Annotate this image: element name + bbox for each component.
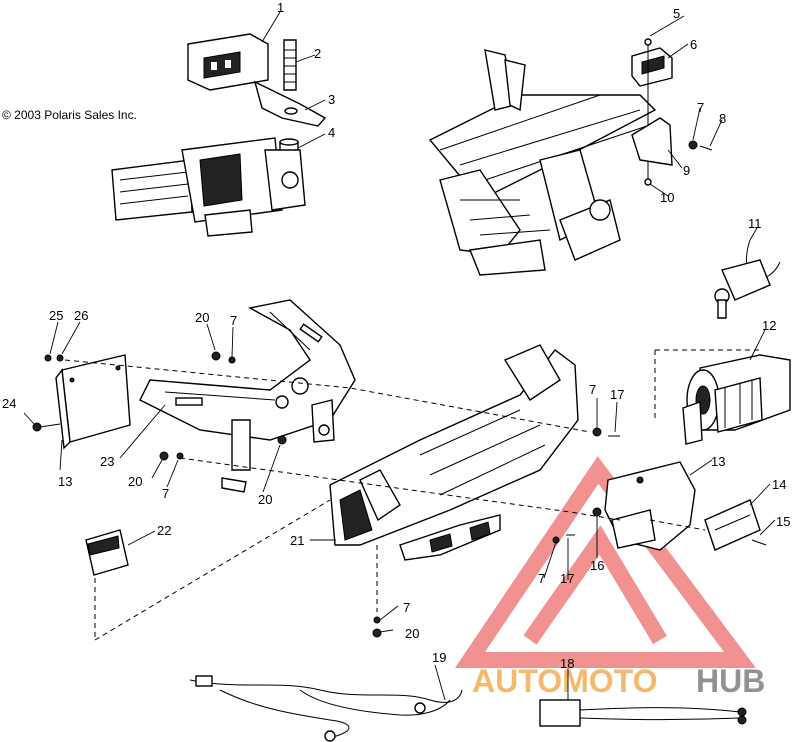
callout-3: 3 <box>328 92 335 107</box>
relay-bracket-assembly <box>631 38 713 186</box>
callout-20-top: 20 <box>195 310 209 325</box>
callout-20-left: 20 <box>128 474 142 489</box>
callout-7-bottom: 7 <box>403 600 410 615</box>
callout-23: 23 <box>100 454 114 469</box>
callout-7-right-low: 7 <box>538 571 545 586</box>
callout-2: 2 <box>314 46 321 61</box>
relay-module <box>539 699 747 727</box>
callout-20-mid: 20 <box>258 492 272 507</box>
callout-1: 1 <box>277 0 284 15</box>
fairlead-plate-left <box>55 354 131 450</box>
callout-25: 25 <box>49 308 63 323</box>
callout-8: 8 <box>719 111 726 126</box>
callout-7-plate: 7 <box>230 313 237 328</box>
copyright-text: © 2003 Polaris Sales Inc. <box>2 108 137 122</box>
watermark-text-2: HUB <box>696 663 765 699</box>
callout-19: 19 <box>432 650 446 665</box>
callout-9: 9 <box>683 163 690 178</box>
winch-switch-assembly <box>187 33 327 159</box>
watermark-logo: AUTOMOTO HUB <box>454 456 765 699</box>
callout-7-left: 7 <box>162 486 169 501</box>
front-bumper <box>329 344 579 561</box>
fairlead-plate-right <box>604 461 696 551</box>
winch-motor <box>682 354 791 445</box>
callout-16: 16 <box>590 558 604 573</box>
callout-4: 4 <box>328 125 335 140</box>
callout-14: 14 <box>772 477 786 492</box>
callout-12: 12 <box>762 318 776 333</box>
callout-7-top: 7 <box>697 100 704 115</box>
handlebar-with-switch <box>111 137 306 237</box>
callout-18: 18 <box>560 656 574 671</box>
callout-20-bottom: 20 <box>405 626 419 641</box>
callout-21: 21 <box>290 533 304 548</box>
callout-26: 26 <box>74 308 88 323</box>
winch-bracket <box>704 499 767 551</box>
callout-11: 11 <box>748 216 762 231</box>
callout-17-top: 17 <box>610 387 624 402</box>
leader-lines <box>23 11 776 701</box>
callout-labels: 1 2 3 4 5 6 7 8 9 10 11 12 13 14 15 16 1… <box>2 0 790 671</box>
callout-10: 10 <box>660 190 674 205</box>
callout-24: 24 <box>2 396 16 411</box>
vehicle-frame <box>428 49 657 276</box>
contactor-box <box>85 529 129 576</box>
callout-15: 15 <box>776 514 790 529</box>
winch-cable-hook <box>714 239 781 319</box>
callout-5: 5 <box>673 6 680 21</box>
winch-mount-plate <box>139 299 356 493</box>
callout-22: 22 <box>157 523 171 538</box>
watermark-text-1: AUTOMOTO <box>472 663 657 699</box>
callout-13-left: 13 <box>58 474 72 489</box>
callout-6: 6 <box>690 37 697 52</box>
callout-13-right: 13 <box>711 454 725 469</box>
wiring-harness <box>189 675 463 742</box>
callout-17-bottom: 17 <box>560 571 574 586</box>
callout-7-right: 7 <box>589 382 596 397</box>
alignment-lines <box>64 359 706 641</box>
